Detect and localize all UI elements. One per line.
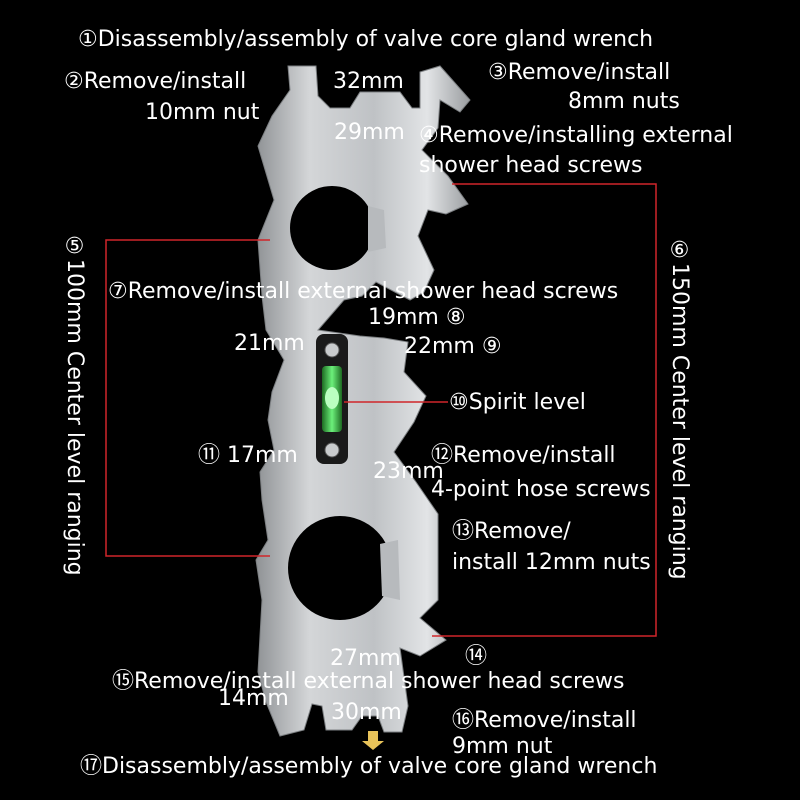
label-12a: ⑫Remove/install: [431, 443, 616, 468]
top-hole-lug: [368, 206, 386, 252]
level-bubble: [325, 387, 339, 409]
label-23mm: 23mm: [373, 459, 444, 484]
label-16b: 9mm nut: [452, 734, 553, 759]
label-6-vertical: ⑥150mm Center level ranging: [667, 238, 692, 580]
label-27mm: 27mm: [330, 646, 401, 671]
bottom-hole-lug: [380, 540, 400, 600]
label-22mm: 22mm ⑨: [404, 334, 502, 359]
label-17mm: ⑪ 17mm: [198, 443, 298, 468]
label-29mm: 29mm: [334, 120, 405, 145]
label-21mm: 21mm: [234, 331, 305, 356]
label-7: ⑦Remove/install external shower head scr…: [108, 279, 619, 304]
down-arrow-icon: [362, 731, 384, 750]
label-32mm: 32mm: [333, 69, 404, 94]
label-3a: ③Remove/install: [488, 60, 671, 85]
label-4a: ④Remove/installing external: [419, 123, 733, 148]
guide-line-100mm: [105, 239, 270, 557]
label-10: ⑩Spirit level: [449, 390, 586, 415]
label-13b: install 12mm nuts: [452, 550, 651, 575]
label-13a: ⑬Remove/: [452, 519, 571, 544]
level-screw-top: [324, 342, 340, 358]
guide-line-150mm: [432, 183, 657, 637]
label-30mm: 30mm: [331, 700, 402, 725]
label-19mm: 19mm ⑧: [368, 305, 466, 330]
label-17: ⑰Disassembly/assembly of valve core glan…: [80, 754, 658, 779]
label-14mm: 14mm: [218, 686, 289, 711]
label-4b: shower head screws: [419, 153, 643, 178]
label-1: ①Disassembly/assembly of valve core glan…: [78, 27, 654, 52]
bottom-hole: [288, 516, 392, 620]
top-hole: [290, 186, 374, 270]
label-16a: ⑯Remove/install: [452, 708, 637, 733]
label-2b: 10mm nut: [145, 100, 260, 125]
label-14: ⑭: [465, 644, 488, 669]
level-screw-bottom: [324, 442, 340, 458]
label-15: ⑮Remove/install external shower head scr…: [112, 669, 625, 694]
label-3b: 8mm nuts: [568, 89, 680, 114]
label-12b: 4-point hose screws: [431, 477, 651, 502]
label-2a: ②Remove/install: [64, 69, 247, 94]
label-5-vertical: ⑤100mm Center level ranging: [62, 234, 87, 576]
